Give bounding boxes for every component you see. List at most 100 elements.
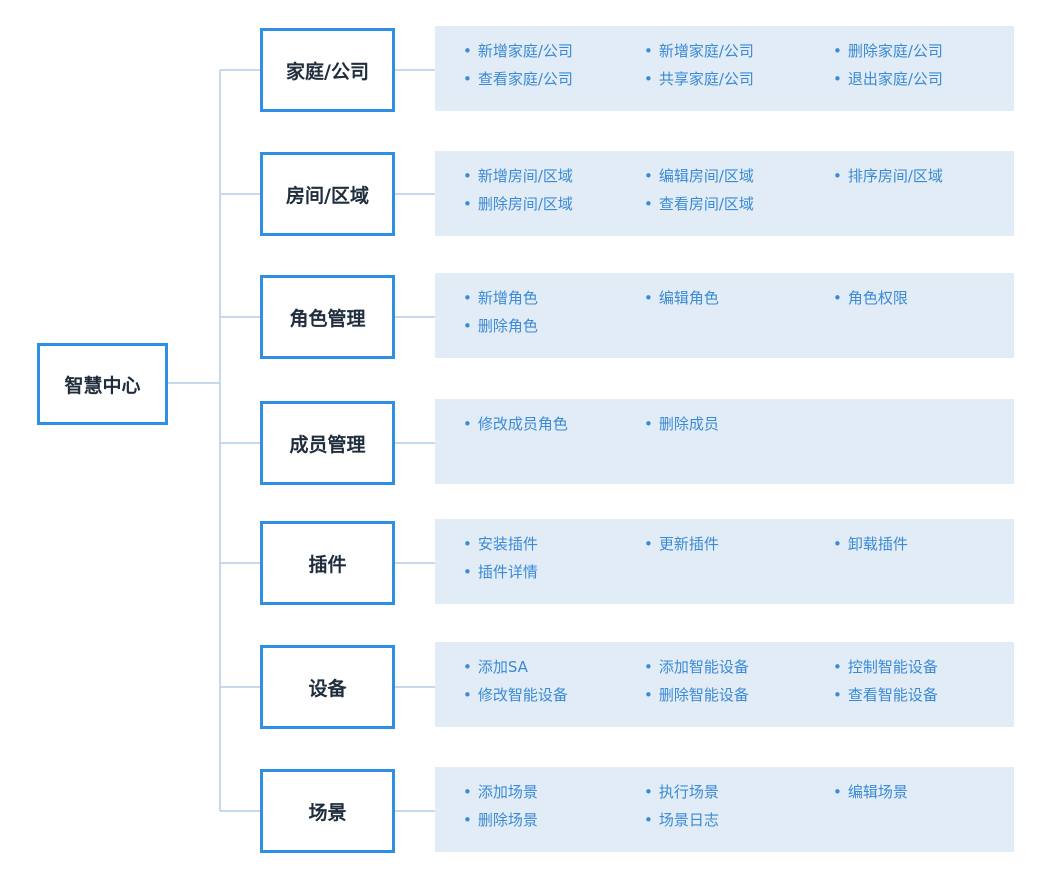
action-label: 新增角色: [477, 289, 538, 307]
category-node: 家庭/公司: [260, 28, 395, 112]
bullet-icon: •: [463, 811, 472, 829]
action-item: •查看家庭/公司: [463, 69, 573, 89]
bullet-icon: •: [644, 686, 653, 704]
bullet-icon: •: [463, 563, 472, 581]
bullet-icon: •: [463, 70, 472, 88]
bullet-icon: •: [644, 195, 653, 213]
action-item: •新增角色: [463, 288, 538, 308]
bullet-icon: •: [463, 783, 472, 801]
action-item: •删除家庭/公司: [833, 41, 943, 61]
category-node: 场景: [260, 769, 395, 853]
bullet-icon: •: [833, 686, 842, 704]
action-item: •删除房间/区域: [463, 194, 573, 214]
category-node: 房间/区域: [260, 152, 395, 236]
bullet-icon: •: [644, 289, 653, 307]
category-panel: [435, 519, 1014, 604]
action-label: 删除场景: [477, 811, 538, 829]
action-item: • 编辑房间/区域: [644, 166, 754, 186]
action-item: • 添加SA: [463, 657, 528, 677]
action-item: • 修改智能设备: [463, 685, 568, 705]
action-label: 修改智能设备: [477, 686, 568, 704]
action-label: 退出家庭/公司: [847, 70, 943, 88]
action-label: 删除成员: [658, 415, 719, 433]
category-label: 设备: [308, 677, 347, 700]
category-label: 场景: [308, 801, 347, 824]
bullet-icon: •: [463, 535, 472, 553]
action-label: 更新插件: [658, 535, 719, 553]
category-node: 成员管理: [260, 401, 395, 485]
root-node: 智慧中心: [37, 343, 168, 425]
category-panel: [435, 26, 1014, 111]
action-label: 查看智能设备: [847, 686, 938, 704]
category-label: 房间/区域: [286, 184, 369, 207]
action-item: •场景日志: [644, 810, 719, 830]
action-label: 编辑房间/区域: [658, 167, 754, 185]
action-label: 添加智能设备: [658, 658, 749, 676]
category-panel: [435, 273, 1014, 358]
action-label: 编辑场景: [847, 783, 908, 801]
action-item: •安装插件: [463, 534, 538, 554]
bullet-icon: •: [644, 70, 653, 88]
action-label: 添加场景: [477, 783, 538, 801]
category-label: 插件: [308, 553, 347, 576]
action-label: 修改成员角色: [477, 415, 568, 433]
bullet-icon: •: [833, 658, 842, 676]
action-label: 新增家庭/公司: [477, 42, 573, 60]
bullet-icon: •: [463, 317, 472, 335]
bullet-icon: •: [644, 415, 653, 433]
action-label: 执行场景: [658, 783, 719, 801]
action-item: • 排序房间/区域: [833, 166, 943, 186]
action-label: 新增家庭/公司: [658, 42, 754, 60]
category-panel: [435, 767, 1014, 852]
action-label: 新增房间/区域: [477, 167, 573, 185]
bullet-icon: •: [644, 535, 653, 553]
action-item: • 查看房间/区域: [644, 194, 754, 214]
action-label: 卸载插件: [847, 535, 908, 553]
bullet-icon: •: [644, 811, 653, 829]
action-item: • 编辑角色: [644, 288, 719, 308]
bullet-icon: •: [833, 535, 842, 553]
action-label: 添加SA: [477, 658, 528, 676]
bullet-icon: •: [833, 289, 842, 307]
category-panel: [435, 642, 1014, 727]
action-label: 插件详情: [477, 563, 538, 581]
action-label: 查看房间/区域: [658, 195, 754, 213]
action-item: • 新增房间/区域: [463, 166, 573, 186]
action-item: •新增家庭/公司: [644, 41, 754, 61]
action-label: 删除角色: [477, 317, 538, 335]
bullet-icon: •: [833, 167, 842, 185]
bullet-icon: •: [644, 167, 653, 185]
action-label: 排序房间/区域: [847, 167, 943, 185]
category-panel: [435, 151, 1014, 236]
bullet-icon: •: [463, 686, 472, 704]
action-item: • 查看智能设备: [833, 685, 938, 705]
action-item: • 更新插件: [644, 534, 719, 554]
action-item: • 角色权限: [833, 288, 908, 308]
action-label: 编辑角色: [658, 289, 719, 307]
bullet-icon: •: [463, 658, 472, 676]
bullet-icon: •: [463, 42, 472, 60]
action-item: • 添加场景: [463, 782, 538, 802]
action-item: •修改成员角色: [463, 414, 568, 434]
category-node: 设备: [260, 645, 395, 729]
action-item: • 删除成员: [644, 414, 719, 434]
bullet-icon: •: [833, 783, 842, 801]
action-label: 共享家庭/公司: [658, 70, 754, 88]
action-label: 角色权限: [847, 289, 908, 307]
action-item: • 删除场景: [463, 810, 538, 830]
action-item: • 执行场景: [644, 782, 719, 802]
action-item: • 添加智能设备: [644, 657, 749, 677]
bullet-icon: •: [644, 658, 653, 676]
bullet-icon: •: [463, 167, 472, 185]
action-label: 控制智能设备: [847, 658, 938, 676]
action-label: 删除智能设备: [658, 686, 749, 704]
category-label: 成员管理: [289, 433, 366, 456]
bullet-icon: •: [644, 783, 653, 801]
action-item: • 卸载插件: [833, 534, 908, 554]
bullet-icon: •: [833, 70, 842, 88]
action-item: • 插件详情: [463, 562, 538, 582]
category-node: 插件: [260, 521, 395, 605]
action-item: • 共享家庭/公司: [644, 69, 754, 89]
action-item: • 编辑场景: [833, 782, 908, 802]
